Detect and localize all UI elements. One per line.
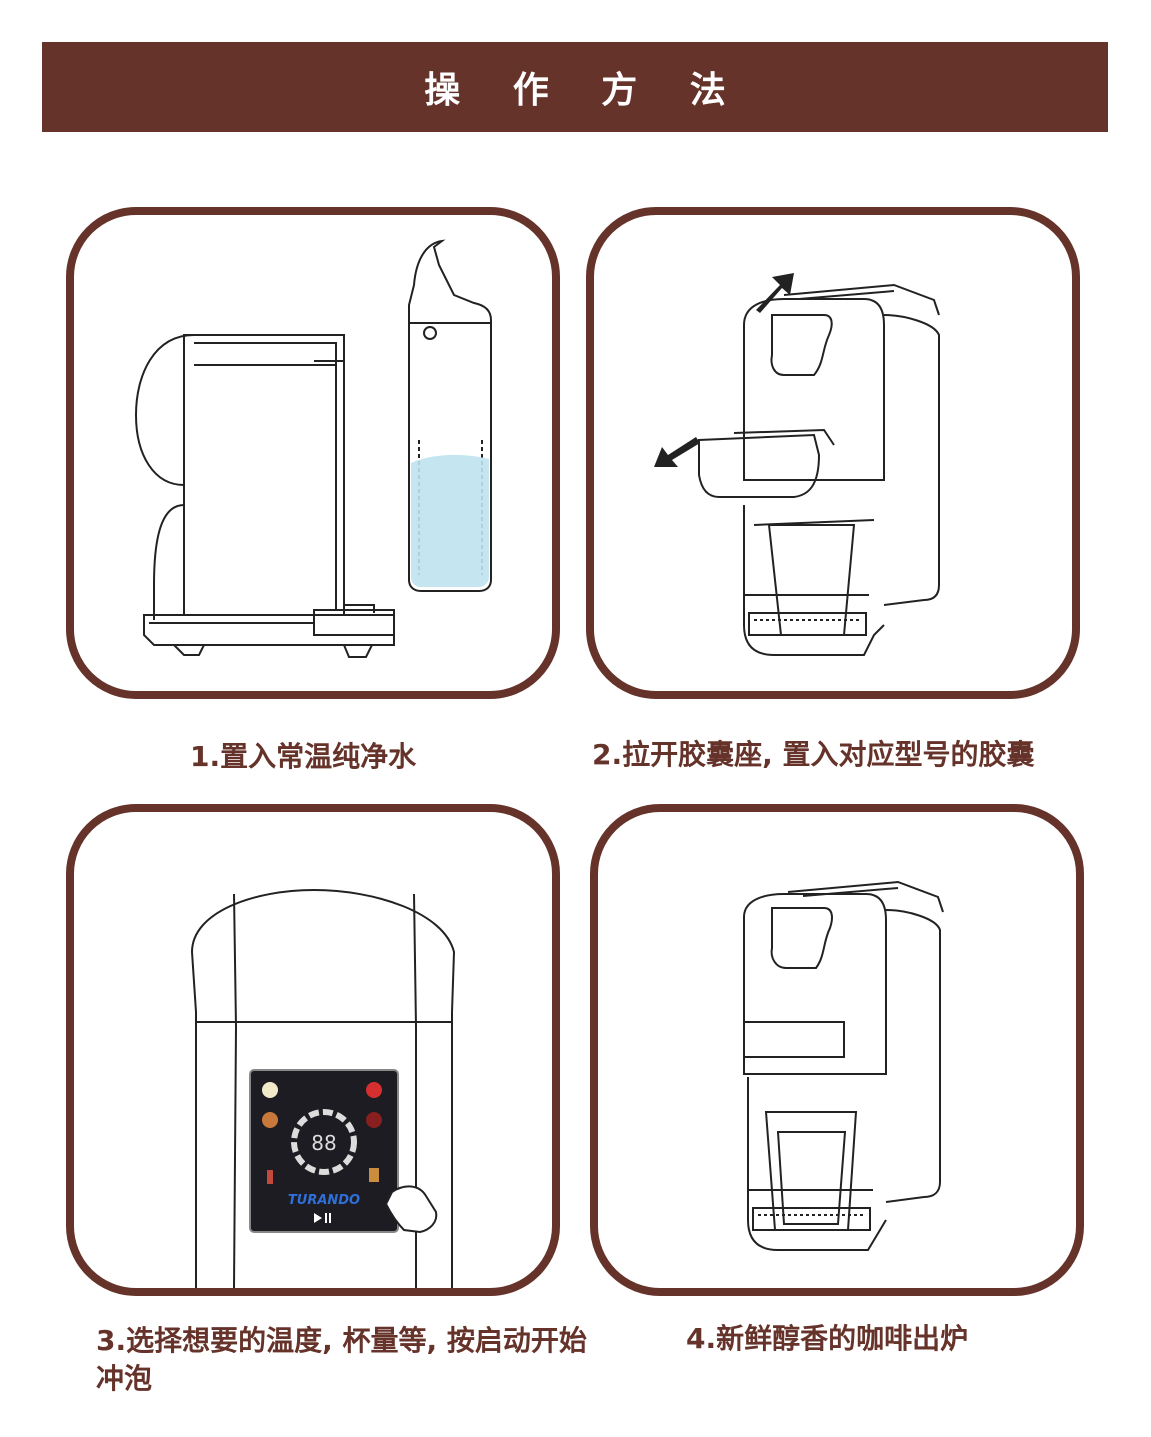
step-4-illustration — [590, 804, 1084, 1296]
step-1-caption: 1.置入常温纯净水 — [190, 740, 417, 773]
step-4-caption: 4.新鲜醇香的咖啡出炉 — [686, 1322, 969, 1355]
step-3-illustration: 88 TURANDO — [66, 804, 560, 1296]
machine-control-panel: 88 TURANDO — [190, 888, 456, 1288]
display-readout: 88 — [311, 1131, 336, 1155]
step-1-illustration — [66, 207, 560, 699]
brand-logo: TURANDO — [288, 1193, 360, 1208]
header-bar: 操 作 方 法 — [42, 42, 1108, 132]
step-2-caption: 2.拉开胶囊座, 置入对应型号的胶囊 — [592, 738, 1035, 771]
page-title: 操 作 方 法 — [424, 70, 746, 111]
machine-front-coffee-ready — [743, 880, 944, 1251]
step-3-caption: 3.选择想要的温度, 杯量等, 按启动开始冲泡 — [96, 1324, 587, 1395]
machine-front-capsule-open — [654, 273, 940, 656]
machine-side-with-water-tank — [134, 239, 492, 658]
step-2-illustration — [586, 207, 1080, 699]
